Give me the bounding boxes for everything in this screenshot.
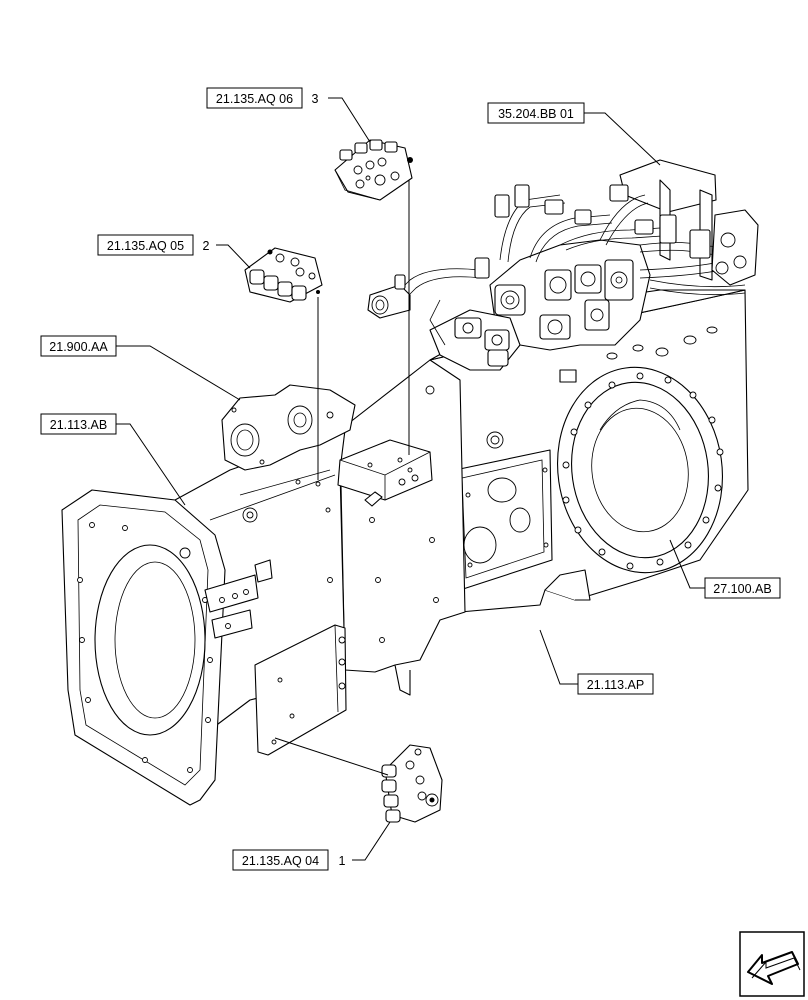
- ref-21-113-ap[interactable]: 21.113.AP: [577, 673, 654, 695]
- item-number: 1: [339, 854, 346, 868]
- ref-21-113-ab[interactable]: 21.113.AB: [40, 413, 117, 435]
- side-cover-plate: [254, 624, 347, 756]
- flange-bolt-holes: [562, 372, 724, 570]
- ref-label: 21.113.AP: [587, 678, 644, 692]
- front-gear-housing: [221, 384, 356, 471]
- valve-block-item-1: [381, 744, 443, 823]
- ref-label: 21.113.AB: [50, 418, 107, 432]
- item-number: 2: [203, 239, 210, 253]
- ref-35-204-bb-01[interactable]: 35.204.BB 01: [487, 102, 585, 124]
- ref-label: 35.204.BB 01: [498, 107, 574, 121]
- valve-block-item-2: [244, 247, 323, 303]
- exploded-leader-lines: [274, 180, 410, 776]
- ref-label: 21.135.AQ 05: [107, 239, 184, 253]
- ref-label: 21.135.AQ 04: [242, 854, 319, 868]
- ref-label: 21.135.AQ 06: [216, 92, 293, 106]
- ref-label: 21.900.AA: [49, 340, 108, 354]
- ref-21-135-aq-04[interactable]: 21.135.AQ 04 1: [232, 849, 346, 871]
- ref-21-900-aa[interactable]: 21.900.AA: [40, 335, 117, 357]
- callout-leaders: [116, 97, 705, 861]
- ref-21-135-aq-06[interactable]: 21.135.AQ 06 3: [206, 87, 319, 109]
- arrow-left-icon[interactable]: [739, 931, 805, 997]
- valve-block-item-3: [334, 139, 413, 201]
- transmission-housing: [61, 289, 749, 806]
- ref-21-135-aq-05[interactable]: 21.135.AQ 05 2: [97, 234, 210, 256]
- ref-27-100-ab[interactable]: 27.100.AB: [704, 577, 781, 599]
- hydraulic-distributor-assembly: [367, 159, 759, 371]
- ref-label: 27.100.AB: [713, 582, 771, 596]
- item-number: 3: [312, 92, 319, 106]
